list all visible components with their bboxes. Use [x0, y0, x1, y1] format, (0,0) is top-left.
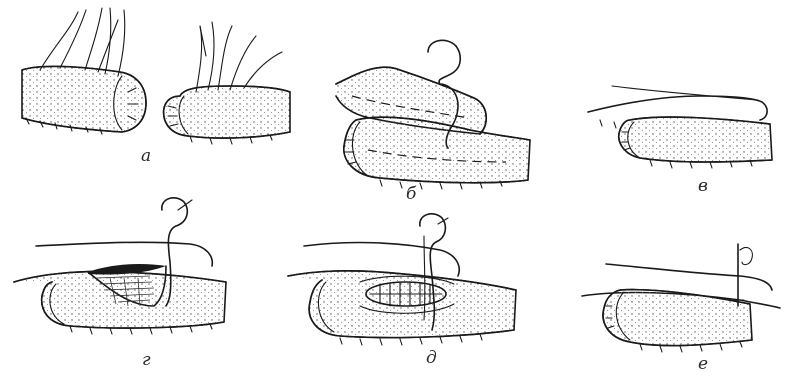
panel-c-label: в	[698, 178, 708, 195]
panel-d-label: г	[142, 352, 151, 369]
panel-e-drawing	[288, 214, 516, 345]
panel-b-label: б	[406, 186, 416, 203]
panel-a-label: а	[141, 148, 151, 165]
panel-b-drawing	[336, 40, 530, 189]
panel-a-drawing	[22, 8, 290, 144]
panel-d-drawing	[14, 198, 226, 334]
panel-c-drawing	[588, 86, 772, 168]
panel-e-label: д	[426, 350, 437, 367]
panel-f-label: е	[698, 356, 708, 373]
panel-f-drawing	[582, 244, 780, 352]
